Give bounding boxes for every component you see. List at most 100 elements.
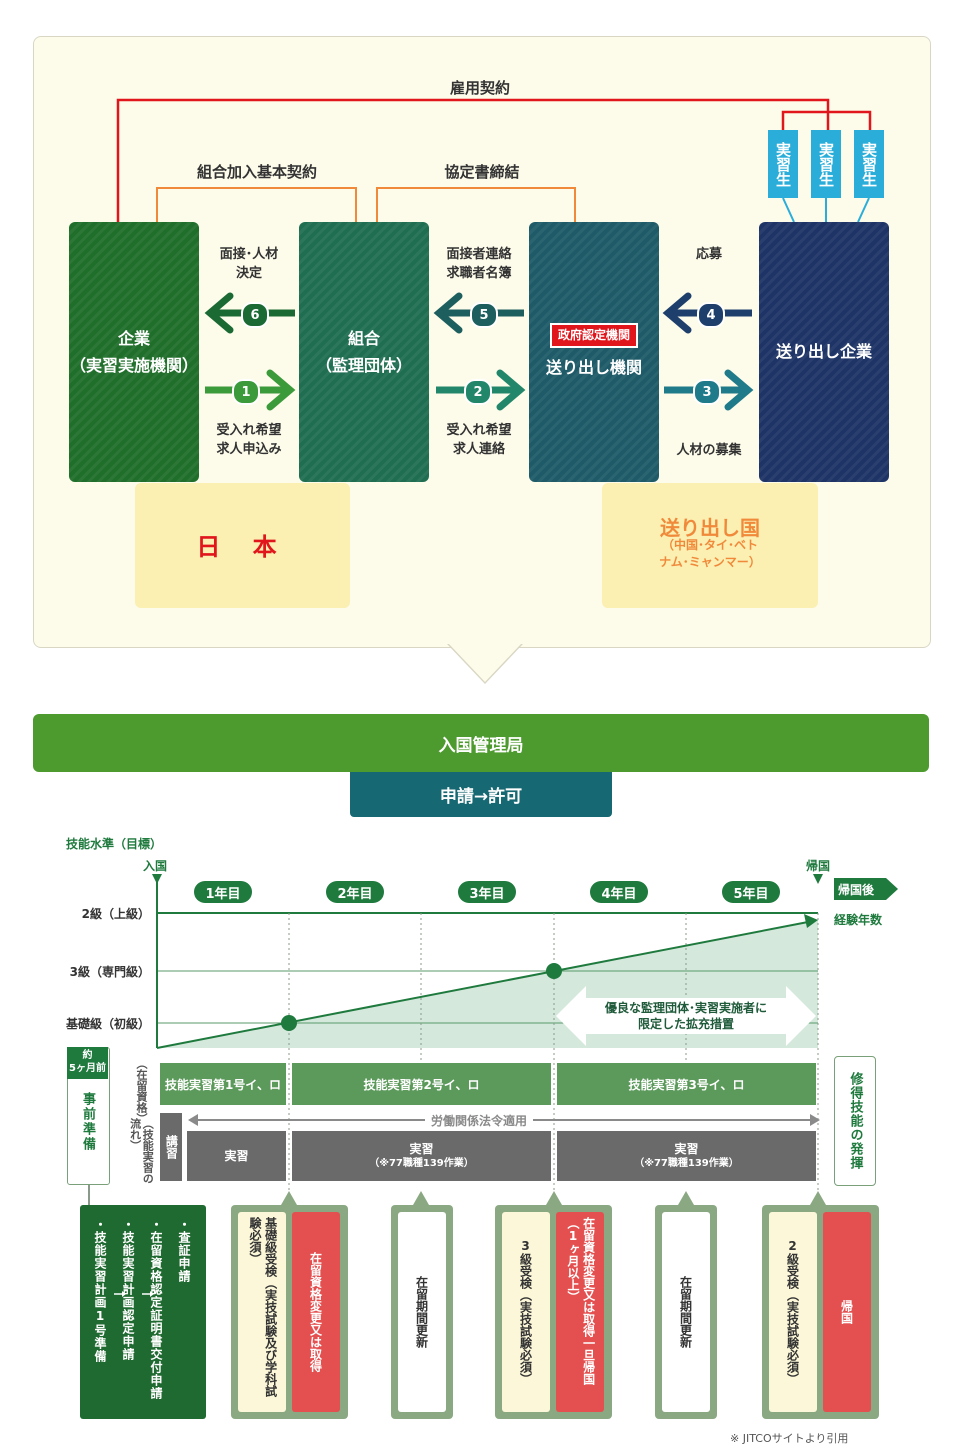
sending-country-list-line2: ナム･ミャンマー） [659, 554, 761, 569]
event-1-test: 基礎級受検（実技試験及び学科試験必須） [248, 1217, 278, 1397]
step-6-badge: 6 [241, 302, 269, 328]
event-5-return-card: 帰国 [823, 1212, 871, 1412]
union-title: 組合 [347, 328, 380, 348]
sending-country-area [602, 483, 818, 608]
event-2-label: 在留期間更新 [414, 1276, 429, 1348]
year-1-pill: 1年目 [194, 881, 252, 903]
sending-company-title: 送り出し企業 [775, 342, 872, 362]
entry-marker [152, 874, 162, 884]
event-2-card: 在留期間更新 [398, 1212, 446, 1412]
practice-bar-1: 実習 [187, 1131, 286, 1181]
step-1-label-line2: 求人申込み [216, 441, 282, 457]
japan-label: 日 本 [196, 533, 289, 561]
practice-bar-2: 実習 （※77職種139作業） [292, 1131, 551, 1181]
apply-skill-label: 修得技能の発揮 [847, 1072, 863, 1170]
prep-step-3: ・在留資格認定証明書交付申請 [149, 1218, 163, 1400]
level-basic-label: 基礎級（初級） [65, 1017, 150, 1031]
application-permission-bar: 申請→許可 [350, 772, 612, 817]
practice-1-label: 実習 [224, 1148, 249, 1163]
labor-law-arrow-left [188, 1114, 198, 1126]
step-5-label-line2: 求職者名簿 [446, 265, 512, 281]
prep-arrowhead-2 [150, 1291, 154, 1297]
step-2-badge: 2 [464, 379, 492, 405]
event-1-status-card: 在留資格変更又は取得 [292, 1212, 340, 1412]
expansion-label-line1: 優良な監理団体･実習実施者に [604, 1001, 767, 1015]
expansion-label-line2: 限定した拡充措置 [637, 1017, 734, 1032]
prep-arrowhead-1 [122, 1291, 126, 1297]
year-4-pill: 4年目 [590, 881, 648, 903]
stage-1-bar: 技能実習第1号イ、ロ [160, 1063, 286, 1105]
stage-2-bar: 技能実習第2号イ、ロ [292, 1063, 551, 1105]
trainee-2-label: 実習生 [817, 141, 835, 187]
step-5-badge: 5 [470, 302, 498, 328]
panel-pointer-fill [449, 644, 521, 682]
practice-3-label: 実習 [674, 1141, 699, 1156]
step-5-label-line1: 面接者連絡 [446, 247, 512, 262]
event-pointer-1 [281, 1191, 297, 1205]
year-2-pill: 2年目 [326, 881, 384, 903]
pre-months-line2: 5ヶ月前 [69, 1063, 106, 1074]
practice-2-note: （※77職種139作業） [369, 1158, 474, 1170]
event-4-label: 在留期間更新 [678, 1276, 693, 1348]
agreement-label: 協定書締結 [392, 161, 572, 182]
event-pointer-5 [810, 1191, 826, 1205]
event-3-test-card: 3級受検（実技試験必須） [502, 1212, 550, 1412]
employment-contract-label: 雇用契約 [449, 79, 510, 97]
sending-country-label: 送り出し国 [660, 516, 760, 540]
immigration-bureau-bar: 入国管理局 [33, 714, 929, 772]
year-3-pill: 3年目 [458, 881, 516, 903]
step-6-label-line2: 決定 [235, 265, 262, 281]
pre-months-line1: 約 [82, 1050, 93, 1061]
step-4-label: 応募 [695, 247, 722, 262]
sending-agency-title: 送り出し機関 [545, 357, 642, 377]
step-4-badge: 4 [697, 302, 725, 328]
contract-lines [116, 98, 872, 411]
union-box: 組合 （監理団体） [299, 222, 429, 482]
expansion-label: 優良な監理団体･実習実施者に 限定した拡充措置 [586, 1000, 786, 1032]
prep-step-1: ・技能実習計画1号準備 [93, 1218, 107, 1363]
agreement-line [376, 187, 576, 222]
trainee-3: 実習生 [854, 130, 884, 198]
year-5-pill: 5年目 [722, 881, 780, 903]
experience-years-label: 経験年数 [834, 913, 883, 927]
step-3-label: 人材の募集 [676, 443, 742, 458]
step-3-badge: 3 [693, 379, 721, 405]
japan-area [135, 483, 350, 608]
return-label: 帰国 [806, 859, 831, 873]
company-box: 企業 （実習実施機関） [69, 222, 199, 482]
source-note: ※ JITCOサイトより引用 [730, 1432, 849, 1445]
event-5-test-card: 2級受検（実技試験必須） [769, 1212, 817, 1412]
step-1-badge: 1 [232, 379, 260, 405]
milestone-level3 [546, 963, 562, 979]
employment-contract-branch [781, 110, 872, 130]
company-title: 企業 [117, 328, 150, 348]
event-pointer-2 [413, 1191, 429, 1205]
event-5-return: 帰国 [839, 1300, 854, 1324]
event-3-status: 在留資格変更又は取得一旦帰国（1ヶ月以上） [566, 1217, 596, 1385]
trainee-1-label: 実習生 [774, 141, 792, 187]
event-1-test-card: 基礎級受検（実技試験及び学科試験必須） [238, 1212, 286, 1412]
labor-law-arrow-right [810, 1114, 820, 1126]
event-4-card: 在留期間更新 [662, 1212, 710, 1412]
event-pointer-3 [546, 1191, 562, 1205]
sending-country-list: （中国･タイ･ベト ナム･ミャンマー） [602, 537, 818, 571]
step-6-label-line1: 面接･人材 [219, 247, 279, 262]
labor-law-label: 労働関係法令適用 [425, 1112, 534, 1129]
union-contract-label: 組合加入基本契約 [157, 161, 357, 182]
event-3-status-card: 在留資格変更又は取得一旦帰国（1ヶ月以上） [556, 1212, 604, 1412]
return-marker [813, 874, 823, 884]
after-return-arrow [834, 878, 898, 900]
skill-level-title: 技能水準（目標） [66, 837, 163, 851]
practice-2-label: 実習 [409, 1141, 434, 1156]
event-5-test: 2級受検（実技試験必須） [785, 1239, 800, 1385]
pre-months-badge: 約 5ヶ月前 [67, 1047, 108, 1079]
trainee-3-label: 実習生 [860, 141, 878, 187]
skill-growth-line [156, 921, 809, 1049]
step-1-label: 受入れ希望 求人申込み [200, 422, 298, 460]
skill-growth-arrowhead [804, 914, 818, 928]
step-5-label: 面接者連絡 求職者名簿 [430, 246, 528, 284]
prep-arrows [114, 1291, 154, 1297]
sending-country-list-line1: （中国･タイ･ベト [661, 538, 758, 552]
apply-skill-box: 修得技能の発揮 [834, 1056, 876, 1186]
